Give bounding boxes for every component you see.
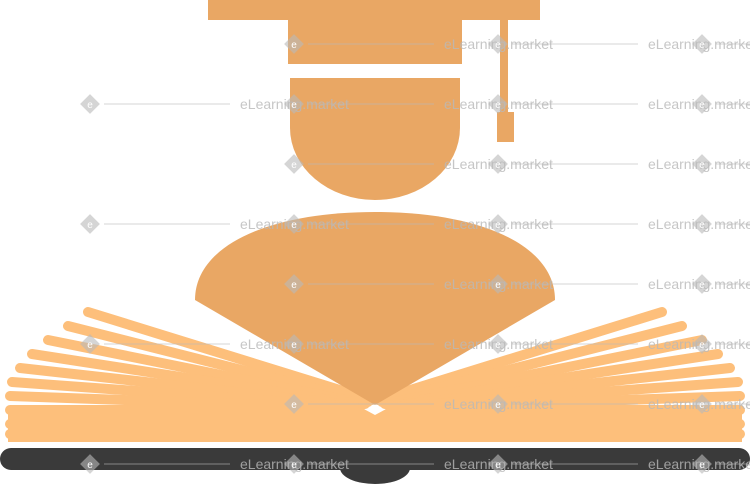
watermark-badge-icon <box>284 334 304 354</box>
watermark-badge-icon <box>80 334 100 354</box>
watermark-badge-icon <box>488 274 508 294</box>
watermark-layer: eeLearning.marketeeLearning.marketeeeLea… <box>80 34 750 474</box>
watermark-badge-letter: e <box>699 40 705 51</box>
watermark-badge-letter: e <box>699 400 705 411</box>
watermark-badge-icon <box>284 454 304 474</box>
watermark-badge-letter: e <box>291 40 297 51</box>
watermark-badge-letter: e <box>699 160 705 171</box>
watermark-badge-letter: e <box>495 160 501 171</box>
watermark-badge-icon <box>80 454 100 474</box>
watermark-badge-letter: e <box>699 340 705 351</box>
watermark-badge-icon <box>488 154 508 174</box>
watermark-badge-letter: e <box>87 100 93 111</box>
watermark-badge-letter: e <box>291 220 297 231</box>
watermark-badge-letter: e <box>495 40 501 51</box>
watermark-badge-icon <box>284 274 304 294</box>
watermark-badge-icon <box>80 214 100 234</box>
graduation-cap <box>208 0 540 142</box>
watermark-badge-letter: e <box>291 100 297 111</box>
watermark-badge-letter: e <box>291 160 297 171</box>
watermark-badge-icon <box>692 334 712 354</box>
watermark-badge-letter: e <box>495 400 501 411</box>
page-line-right-0 <box>373 307 667 405</box>
watermark-badge-letter: e <box>699 100 705 111</box>
watermark-badge-icon <box>284 94 304 114</box>
page-line-left-0 <box>83 307 377 405</box>
graduate-body <box>195 212 555 405</box>
watermark-badge-letter: e <box>291 280 297 291</box>
book-page-block <box>8 408 742 442</box>
watermark-badge-letter: e <box>87 220 93 231</box>
watermark-badge-icon <box>692 394 712 414</box>
book-base <box>0 448 750 484</box>
watermark-badge-letter: e <box>87 460 93 471</box>
watermark-badge-icon <box>488 334 508 354</box>
watermark-badge-icon <box>284 394 304 414</box>
watermark-badge-letter: e <box>87 340 93 351</box>
watermark-badge-icon <box>488 34 508 54</box>
watermark-badge-letter: e <box>495 100 501 111</box>
watermark-badge-icon <box>488 214 508 234</box>
watermark-badge-icon <box>284 34 304 54</box>
graduate-head <box>290 78 460 200</box>
watermark-badge-letter: e <box>291 460 297 471</box>
watermark-badge-letter: e <box>495 340 501 351</box>
watermark-badge-icon <box>284 214 304 234</box>
watermark-badge-icon <box>488 94 508 114</box>
watermark-badge-letter: e <box>291 400 297 411</box>
watermark-badge-letter: e <box>495 280 501 291</box>
page-line-right-1 <box>377 321 687 407</box>
watermark-badge-icon <box>80 94 100 114</box>
watermark-badge-letter: e <box>699 460 705 471</box>
watermark-badge-letter: e <box>291 340 297 351</box>
watermark-badge-icon <box>488 454 508 474</box>
page-line-left-1 <box>63 321 373 407</box>
watermark-badge-letter: e <box>495 220 501 231</box>
watermark-badge-icon <box>692 274 712 294</box>
watermark-badge-letter: e <box>699 220 705 231</box>
watermark-badge-icon <box>488 394 508 414</box>
watermark-badge-icon <box>692 454 712 474</box>
watermark-badge-letter: e <box>699 280 705 291</box>
watermark-badge-letter: e <box>495 460 501 471</box>
watermark-badge-icon <box>284 154 304 174</box>
